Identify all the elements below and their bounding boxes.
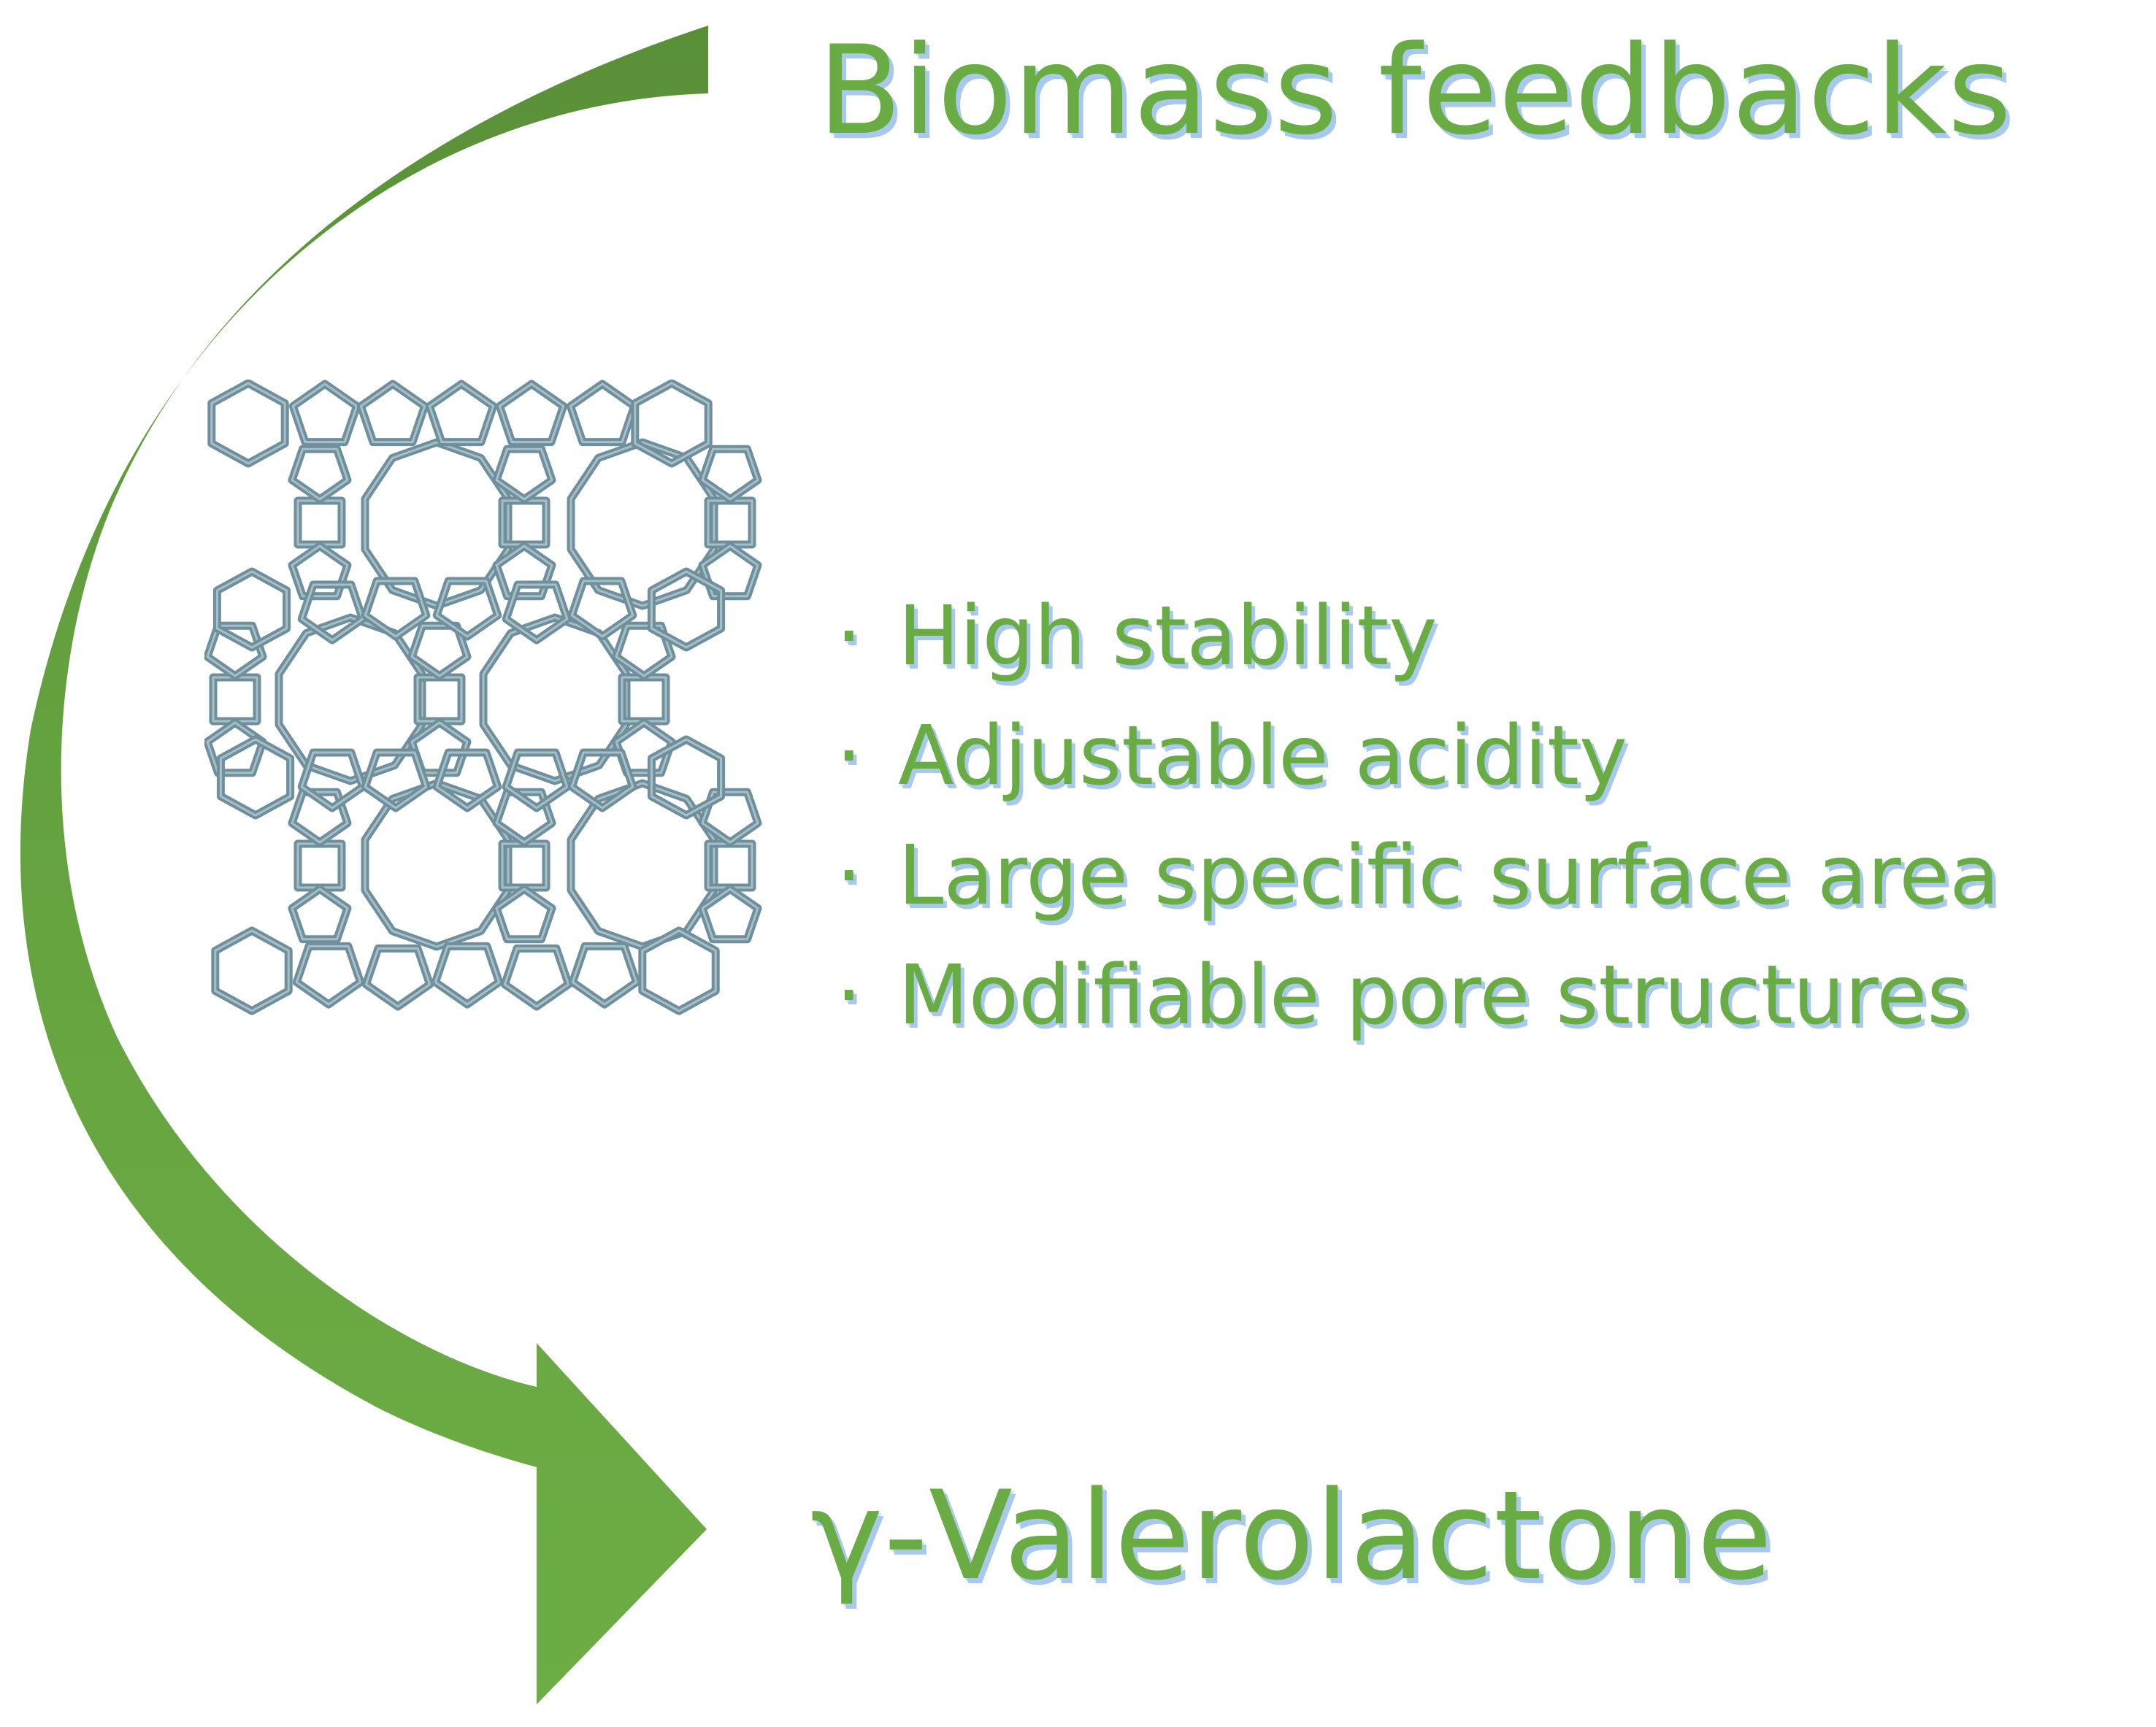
five-ring (288, 445, 352, 504)
four-ring (618, 673, 670, 726)
ten-ring-pore (361, 438, 513, 610)
ten-ring-pore (479, 613, 631, 785)
five-ring (204, 621, 267, 680)
five-ring (698, 885, 762, 944)
five-ring (288, 380, 361, 447)
four-ring (498, 839, 550, 892)
six-ring (216, 735, 295, 820)
four-ring (413, 673, 466, 726)
bullet-icon: · (836, 589, 862, 684)
five-ring (361, 577, 431, 641)
bullet-icon: · (836, 709, 862, 804)
five-ring (500, 944, 573, 1011)
feature-item: · Large specific surface area (836, 816, 2000, 936)
feature-text: Modifiable pore structures (898, 948, 1970, 1043)
four-ring (704, 496, 756, 549)
five-ring (568, 942, 641, 1009)
five-ring (431, 942, 504, 1009)
six-ring (638, 926, 720, 1015)
ten-ring-pore (361, 779, 513, 951)
title-biomass-feedbacks: Biomass feedbacks (818, 19, 2013, 162)
five-ring (492, 885, 556, 944)
feature-item: · High stability (836, 577, 2000, 696)
four-ring (498, 496, 550, 549)
five-ring (432, 748, 502, 812)
six-ring (647, 735, 726, 820)
feature-text: Large specific surface area (898, 828, 2000, 923)
arrow-body (20, 26, 708, 1704)
five-ring (297, 580, 367, 645)
five-ring (612, 621, 676, 680)
four-ring (704, 839, 756, 892)
bullet-icon: · (836, 948, 862, 1043)
five-ring (567, 577, 637, 641)
feature-text: High stability (898, 589, 1438, 684)
five-ring (432, 577, 502, 641)
six-ring (211, 926, 293, 1015)
five-ring (288, 788, 352, 847)
title-gamma-valerolactone: γ-Valerolactone (810, 1464, 1773, 1607)
four-ring (294, 496, 346, 549)
five-ring (698, 542, 762, 601)
five-ring (492, 542, 556, 601)
ten-ring-pore (567, 438, 718, 610)
five-ring (612, 718, 676, 777)
feature-item: · Modifiable pore structures (836, 936, 2000, 1055)
six-ring (207, 380, 289, 468)
five-ring (502, 748, 572, 812)
five-ring (297, 748, 367, 812)
five-ring (502, 580, 572, 645)
five-ring (292, 942, 365, 1009)
feature-list: · High stability · Adjustable acidity · Lar… (836, 577, 2000, 1055)
five-ring (567, 748, 637, 812)
five-ring (492, 788, 556, 847)
six-ring (647, 567, 726, 652)
five-ring (361, 748, 431, 812)
five-ring (361, 944, 434, 1011)
four-ring (294, 839, 346, 892)
five-ring (356, 380, 429, 447)
five-ring (566, 380, 639, 447)
bullet-icon: · (836, 828, 862, 923)
five-ring (425, 380, 498, 447)
feature-item: · Adjustable acidity (836, 696, 2000, 816)
five-ring (407, 621, 472, 680)
zeolite-framework-illustration (204, 380, 762, 1015)
six-ring (212, 567, 291, 652)
feature-text: Adjustable acidity (898, 709, 1628, 804)
five-ring (698, 788, 762, 847)
five-ring (698, 445, 762, 504)
six-ring (631, 380, 713, 468)
four-ring (209, 673, 261, 726)
five-ring (288, 885, 352, 944)
five-ring (288, 542, 352, 601)
five-ring (492, 445, 556, 504)
five-ring (495, 380, 568, 447)
